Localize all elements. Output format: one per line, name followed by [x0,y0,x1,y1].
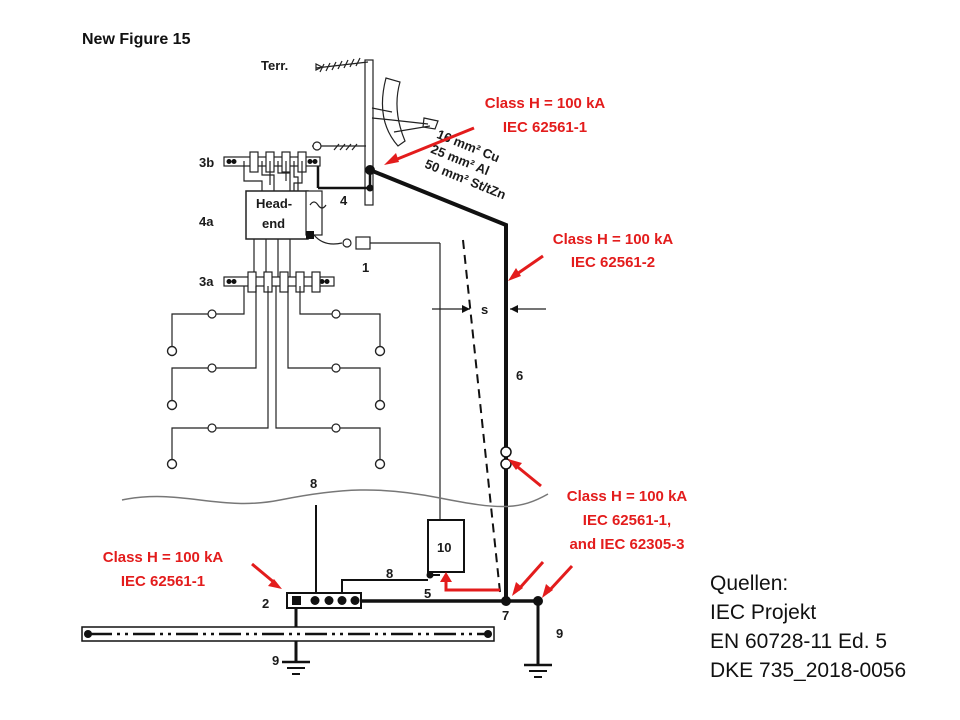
label-10: 10 [437,540,451,555]
sources-block: Quellen: IEC Projekt EN 60728-11 Ed. 5 D… [710,572,906,682]
annotation-top-line1: Class H = 100 kA [485,95,606,112]
annotation-left-line1: Class H = 100 kA [103,549,224,566]
headend-label-1: Head- [256,196,292,211]
annotation-left-line2: IEC 62561-1 [121,573,205,590]
annotation-right: Class H = 100 kA IEC 62561-2 [553,231,674,271]
red-arrows [251,126,574,598]
separation-distance [432,305,546,313]
annotation-top-line2: IEC 62561-1 [503,119,587,136]
label-3b: 3b [199,155,214,170]
earth-symbol-left [282,660,310,675]
separation-line [462,239,501,593]
earthing-connections [291,505,543,665]
figure-title: New Figure 15 [82,31,191,48]
headend-label-2: end [262,216,285,231]
annotation-right-line1: Class H = 100 kA [553,231,674,248]
label-7: 7 [502,608,509,623]
label-9-right: 9 [556,626,563,641]
sources-heading: Quellen: [710,572,788,595]
label-4: 4 [340,193,348,208]
label-5: 5 [424,586,431,601]
bonding-bar-3a [223,239,335,293]
label-2: 2 [262,596,269,611]
terrestrial-label: Terr. [261,58,288,73]
label-1: 1 [362,260,369,275]
annotation-lower-right-line2: IEC 62561-1, [583,512,671,529]
headend-box [245,190,327,240]
distribution-cables [166,286,386,470]
bonding-bar-3b [223,151,321,191]
sources-line-2: IEC Projekt [710,601,816,624]
label-6: 6 [516,368,523,383]
antenna-mast [312,57,439,206]
foundation-electrode [81,626,495,642]
down-conductor [316,165,512,600]
sources-line-3: EN 60728-11 Ed. 5 [710,630,887,653]
annotation-lower-right: Class H = 100 kA IEC 62561-1, and IEC 62… [567,488,688,553]
label-4a: 4a [199,214,214,229]
annotation-lower-right-line3: and IEC 62305-3 [569,536,684,553]
annotation-lower-right-line1: Class H = 100 kA [567,488,688,505]
mains-socket [313,234,441,520]
main-earthing-bar [286,592,362,609]
sources-line-4: DKE 735_2018-0056 [710,659,906,682]
label-9-left: 9 [272,653,279,668]
annotation-left: Class H = 100 kA IEC 62561-1 [103,549,224,590]
label-8-mid: 8 [386,566,393,581]
annotation-right-line2: IEC 62561-2 [571,254,655,271]
conductor-spec: 16 mm² Cu 25 mm² Al 50 mm² St/tZn [423,126,508,202]
separation-label-s: s [481,302,488,317]
label-8-top: 8 [310,476,317,491]
label-3a: 3a [199,274,214,289]
ground-surface [121,489,549,508]
annotation-top: Class H = 100 kA IEC 62561-1 [485,95,606,136]
earth-symbol-right [524,663,552,678]
